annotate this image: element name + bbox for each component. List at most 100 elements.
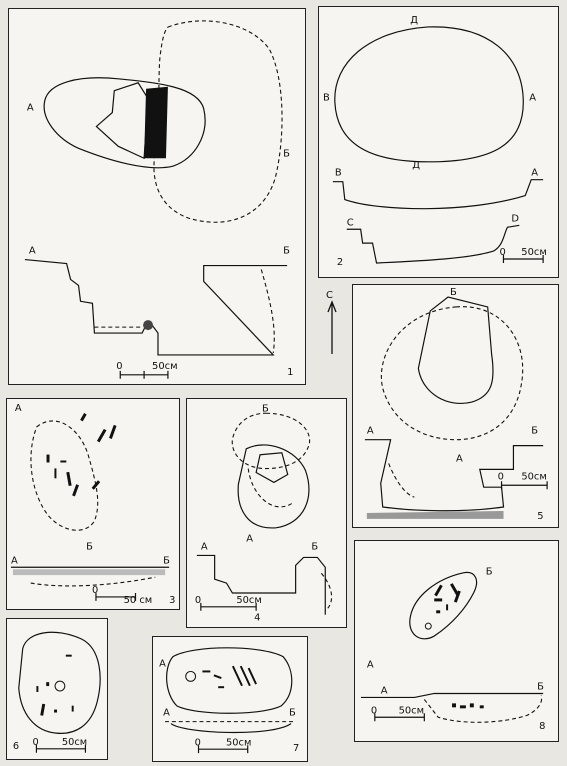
fig8-profile-dashed bbox=[423, 695, 543, 723]
figure-5-panel: Б А А Б 0 50см 5 bbox=[352, 284, 559, 528]
fig1-profile-post bbox=[143, 320, 154, 331]
fig5-dashed-outline bbox=[380, 306, 524, 441]
fig1-inner-step bbox=[95, 82, 149, 160]
fig3-label-a-top: А bbox=[15, 403, 22, 414]
fig7-scale-len: 50см bbox=[226, 737, 251, 748]
fig3-scale-len: 50 см bbox=[124, 595, 153, 606]
fig8-profile-ground bbox=[360, 692, 544, 699]
figure-8-panel: Б А А Б 0 50см 8 bbox=[354, 540, 559, 742]
fig1-dark-band bbox=[144, 86, 168, 159]
fig3-scale-bar bbox=[95, 592, 137, 601]
fig3-scale-zero: 0 bbox=[92, 585, 98, 596]
fig3-label-b-top: Б bbox=[86, 541, 93, 552]
fig7-profile-label-a: А bbox=[163, 708, 170, 719]
fig4-pit-outline bbox=[237, 444, 310, 529]
fig5-fill-layer bbox=[366, 510, 504, 519]
fig8-scale-bar bbox=[374, 713, 425, 722]
fig4-label-a-mid: А bbox=[246, 534, 253, 545]
fig4-scale-bar bbox=[200, 602, 257, 611]
fig4-profile-dashed bbox=[320, 572, 333, 612]
fig2-scale-len: 50см bbox=[521, 247, 547, 258]
fig5-pit-outline bbox=[417, 296, 494, 404]
fig4-stone bbox=[255, 452, 289, 484]
fig1-scale-len: 50см bbox=[152, 361, 178, 372]
fig5-profile-dashed bbox=[388, 463, 415, 498]
fig7-pit-outline bbox=[166, 647, 293, 714]
fig2-label-b: В bbox=[323, 92, 330, 103]
fig4-profile-label-b: Б bbox=[311, 542, 318, 553]
fig1-profile-label-a: A bbox=[29, 246, 36, 257]
fig4-dashed-inner bbox=[247, 468, 294, 508]
fig6-ring-find bbox=[54, 680, 66, 692]
fig8-pit-outline bbox=[409, 571, 478, 640]
fig7-profile-line bbox=[170, 723, 292, 734]
figure-4-panel: Б А А Б 0 50см 4 bbox=[186, 398, 347, 628]
fig7-scale-zero: 0 bbox=[195, 737, 201, 748]
fig6-number: 6 bbox=[13, 741, 19, 752]
figure-1-drawing: A Б A Б 0 50см 1 bbox=[24, 20, 293, 379]
fig8-ring-find bbox=[424, 622, 432, 630]
figure-1-panel: A Б A Б 0 50см 1 bbox=[8, 8, 306, 385]
figure-5-drawing: Б А А Б 0 50см 5 bbox=[364, 287, 548, 522]
north-label: С bbox=[326, 290, 333, 301]
fig5-label-a: А bbox=[367, 426, 374, 437]
fig3-profile-layer bbox=[12, 569, 166, 576]
figure-7-panel: А А Б 0 50см 7 bbox=[152, 636, 308, 762]
fig5-label-b: Б bbox=[531, 426, 538, 437]
fig6-pit-outline bbox=[18, 631, 101, 734]
fig1-profile-line bbox=[24, 258, 288, 356]
fig4-profile-line bbox=[196, 554, 326, 615]
figure-3-drawing: А Б А Б 0 50 см 3 bbox=[10, 403, 175, 606]
fig2-scale-zero: 0 bbox=[499, 247, 505, 258]
figure-2-drawing: Д Д В А В А С D 0 50см 2 bbox=[323, 15, 547, 268]
fig4-dashed-outline bbox=[231, 412, 311, 470]
fig8-scale-len: 50см bbox=[399, 705, 425, 716]
fig2-label-a: А bbox=[529, 92, 536, 103]
figure-2-panel: Д Д В А В А С D 0 50см 2 bbox=[318, 6, 559, 278]
fig5-label-a-mid: А bbox=[456, 453, 463, 464]
north-arrow-line bbox=[327, 300, 337, 354]
fig2-profile2-label-c: С bbox=[347, 217, 354, 228]
fig6-scale-len: 50см bbox=[62, 737, 87, 748]
fig7-profile-label-b: Б bbox=[289, 708, 296, 719]
figure-6-panel: 0 50см 6 bbox=[6, 618, 108, 760]
fig3-profile-label-b: Б bbox=[163, 555, 170, 566]
fig4-number: 4 bbox=[254, 613, 260, 624]
fig4-profile-label-a: А bbox=[201, 542, 208, 553]
fig2-scale-bar bbox=[502, 255, 544, 263]
fig1-pit-outline bbox=[43, 77, 206, 169]
fig7-label-a-top: А bbox=[159, 659, 166, 670]
fig2-profile1-label-a: А bbox=[531, 168, 538, 179]
fig2-number: 2 bbox=[337, 257, 343, 268]
fig8-scale-zero: 0 bbox=[371, 705, 377, 716]
fig5-number: 5 bbox=[537, 511, 543, 522]
fig2-label-d-bottom: Д bbox=[412, 160, 420, 171]
fig1-profile-label-b: Б bbox=[283, 246, 290, 257]
fig5-label-b-top: Б bbox=[450, 287, 457, 298]
fig7-finds bbox=[202, 665, 257, 689]
fig8-profile-finds bbox=[452, 703, 484, 709]
fig5-scale-bar bbox=[500, 481, 548, 490]
fig8-label-a-top: А bbox=[367, 660, 374, 671]
fig1-label-b-top: Б bbox=[283, 148, 290, 159]
fig2-pit-outline bbox=[334, 26, 524, 163]
fig2-profile1-line bbox=[332, 179, 544, 210]
fig2-label-d: Д bbox=[410, 15, 418, 26]
fig5-profile-line bbox=[364, 439, 544, 512]
fig1-label-a: A bbox=[27, 103, 34, 114]
fig3-profile-label-a: А bbox=[11, 555, 18, 566]
figure-7-drawing: А А Б 0 50см 7 bbox=[159, 647, 299, 754]
fig5-scale-len: 50см bbox=[521, 471, 547, 482]
fig1-profile-niche bbox=[260, 269, 275, 354]
figure-6-drawing: 0 50см 6 bbox=[13, 631, 101, 753]
fig3-number: 3 bbox=[169, 595, 175, 606]
fig1-scale-zero: 0 bbox=[116, 361, 122, 372]
fig1-dashed-outline bbox=[153, 20, 283, 223]
fig2-profile2-line bbox=[346, 224, 520, 264]
fig8-number: 8 bbox=[539, 721, 545, 732]
fig8-finds bbox=[434, 583, 461, 614]
fig3-dashed-outline bbox=[30, 420, 99, 531]
fig3-bone-fragments bbox=[46, 413, 117, 497]
fig8-profile-label-b: Б bbox=[537, 682, 544, 693]
fig4-scale-len: 50см bbox=[236, 595, 261, 606]
